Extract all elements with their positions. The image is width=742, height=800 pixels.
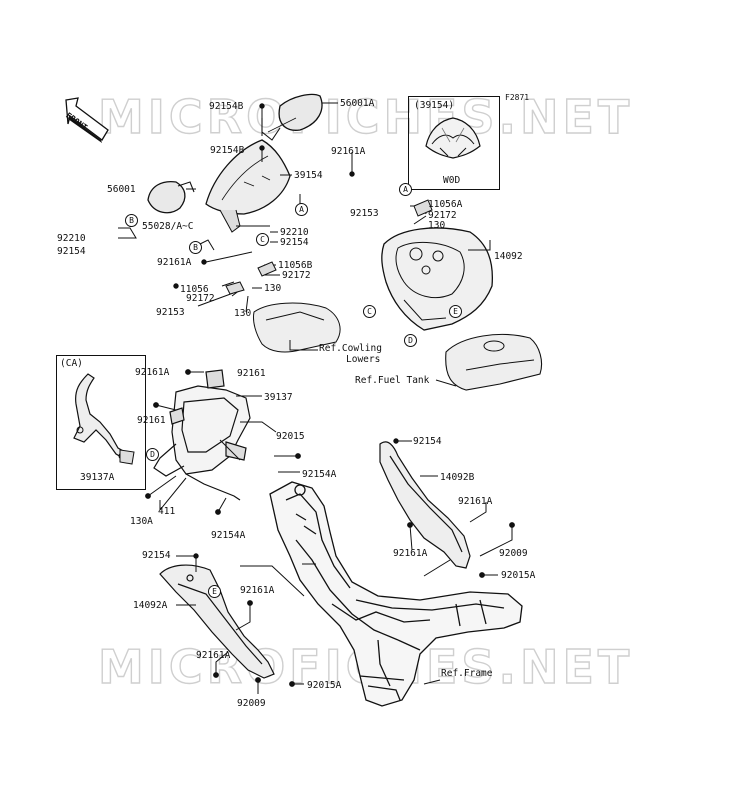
mirror-right-icon (261, 93, 323, 141)
part-label: 130 (428, 220, 446, 231)
part-label: 14092B (440, 472, 475, 483)
inner-cowl-14092-icon (381, 227, 494, 331)
part-label: 39137A (80, 472, 115, 483)
part-label: 92161A (240, 585, 275, 596)
part-label: 11056 (180, 284, 209, 295)
part-label: 92153 (156, 307, 185, 318)
side-cover-14092A-icon (159, 564, 275, 679)
part-label: 92154B (209, 101, 244, 112)
part-label: 92210 (280, 227, 309, 238)
bracket-small-icon (225, 199, 433, 295)
cowling-lowers-ref-icon (253, 302, 341, 353)
callout-c-right: C (363, 305, 376, 318)
part-label: 92161A (331, 146, 366, 157)
callout-d-left: D (146, 448, 159, 461)
part-label: 92154 (413, 436, 442, 447)
front-arrow-icon (65, 97, 109, 143)
part-label: 92154A (211, 530, 246, 541)
part-label: 130 (234, 308, 252, 319)
part-label: 92015 (276, 431, 305, 442)
part-label: 56001 (107, 184, 136, 195)
part-label: 92154 (280, 237, 309, 248)
part-label: 92172 (282, 270, 311, 281)
ref-cowling-label: Ref.Cowling (319, 343, 382, 354)
part-label: 92161A (135, 367, 170, 378)
part-label: 11056B (278, 260, 313, 271)
callout-a-top: A (295, 203, 308, 216)
variant-label-w0d: W0D (443, 175, 461, 186)
part-label: 92154 (57, 246, 86, 257)
callout-b-left: B (125, 214, 138, 227)
callout-a-right: A (399, 183, 412, 196)
part-label: 92009 (499, 548, 528, 559)
diagram-code: F2871 (505, 93, 530, 102)
ref-cowling-label-line2: Lowers (346, 354, 381, 365)
mirror-left-icon (147, 180, 195, 214)
part-label: 92172 (186, 293, 215, 304)
part-label: 39154 (294, 170, 323, 181)
windshield-w0d-icon (425, 117, 481, 159)
ref-frame-label: Ref.Frame (441, 668, 493, 679)
part-label: 92154A (302, 469, 337, 480)
ref-fuel-tank-label: Ref.Fuel Tank (355, 375, 430, 386)
callout-d-right: D (404, 334, 417, 347)
bracket-39137-icon (153, 369, 251, 501)
part-label: 411 (158, 506, 176, 517)
part-label: 92161A (393, 548, 428, 559)
callout-e-right: E (449, 305, 462, 318)
part-label: 92009 (237, 698, 266, 709)
callout-e-lower: E (208, 585, 221, 598)
part-label: 92161 (237, 368, 266, 379)
part-label: 39137 (264, 392, 293, 403)
part-label: 92172 (428, 210, 457, 221)
main-frame-icon (269, 481, 523, 707)
part-label: 130 (264, 283, 282, 294)
part-label: 130A (130, 516, 153, 527)
variant-box-ca (56, 355, 146, 490)
callout-b-mid: B (189, 241, 202, 254)
part-label: 92161A (196, 650, 231, 661)
side-cover-14092B-icon (379, 441, 471, 569)
part-label: 55028/A~C (142, 221, 194, 232)
part-label: 14092 (494, 251, 523, 262)
variant-code-w0d: (39154) (414, 100, 455, 111)
fuel-tank-ref-icon (445, 333, 543, 391)
part-label: 92210 (57, 233, 86, 244)
part-label: 92015A (307, 680, 342, 691)
watermark-top: MICROFICHES.NET (97, 89, 634, 144)
bracket-ca-icon (73, 373, 135, 465)
variant-code-ca: (CA) (60, 358, 83, 369)
part-label: 14092A (133, 600, 168, 611)
variant-box-w0d (408, 96, 500, 190)
part-label: 56001A (340, 98, 375, 109)
windshield-39154-icon (205, 139, 291, 233)
part-label: 92154 (142, 550, 171, 561)
part-label: 92154B (210, 145, 245, 156)
part-label: 92161A (157, 257, 192, 268)
part-label: 92015A (501, 570, 536, 581)
part-label: 11056A (428, 199, 463, 210)
callout-c-mid: C (256, 233, 269, 246)
part-label: 92153 (350, 208, 379, 219)
part-label: 92161A (458, 496, 493, 507)
part-label: 92161 (137, 415, 166, 426)
